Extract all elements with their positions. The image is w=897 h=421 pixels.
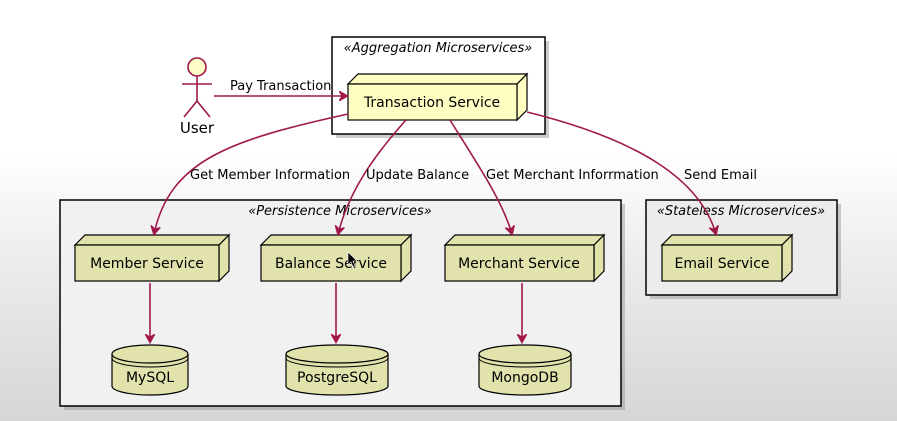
mongodb-label: MongoDB <box>491 370 558 386</box>
update-balance-label: Update Balance <box>366 168 469 183</box>
actor-head-icon <box>187 57 207 77</box>
merchant-info-label: Get Merchant Inforrmation <box>486 168 659 183</box>
merchant-service-node: Merchant Service <box>443 233 606 283</box>
transaction-service-label: Transaction Service <box>363 95 500 111</box>
member-service-label: Member Service <box>90 256 204 272</box>
send-email-label: Send Email <box>684 168 757 183</box>
merchant-service-label: Merchant Service <box>458 256 580 272</box>
mongodb-database: MongoDB <box>478 344 572 396</box>
actor-label: User <box>180 119 215 137</box>
aggregation-package-title: «Aggregation Microservices» <box>344 41 533 56</box>
member-info-edge <box>154 113 349 234</box>
email-service-label: Email Service <box>674 256 769 272</box>
user-actor: User <box>180 57 215 137</box>
postgresql-database: PostgreSQL <box>285 344 389 396</box>
pay-transaction-label: Pay Transaction <box>230 79 331 94</box>
stateless-package-title: «Stateless Microservices» <box>657 204 825 219</box>
postgresql-label: PostgreSQL <box>297 370 377 386</box>
send-email-edge <box>526 111 716 234</box>
mouse-cursor-icon <box>347 251 358 268</box>
transaction-service-node: Transaction Service <box>346 72 529 122</box>
email-service-node: Email Service <box>660 233 794 283</box>
member-service-node: Member Service <box>73 233 231 283</box>
member-info-label: Get Member Information <box>190 168 350 183</box>
update-balance-edge <box>338 119 407 234</box>
balance-service-node: Balance Service <box>259 233 413 283</box>
mysql-database: MySQL <box>111 344 189 396</box>
balance-service-label: Balance Service <box>275 256 387 272</box>
persistence-package-title: «Persistence Microservices» <box>248 204 432 219</box>
merchant-info-edge <box>449 119 512 234</box>
mysql-label: MySQL <box>126 370 174 386</box>
edges: Pay Transaction Get Member Information U… <box>150 79 757 342</box>
